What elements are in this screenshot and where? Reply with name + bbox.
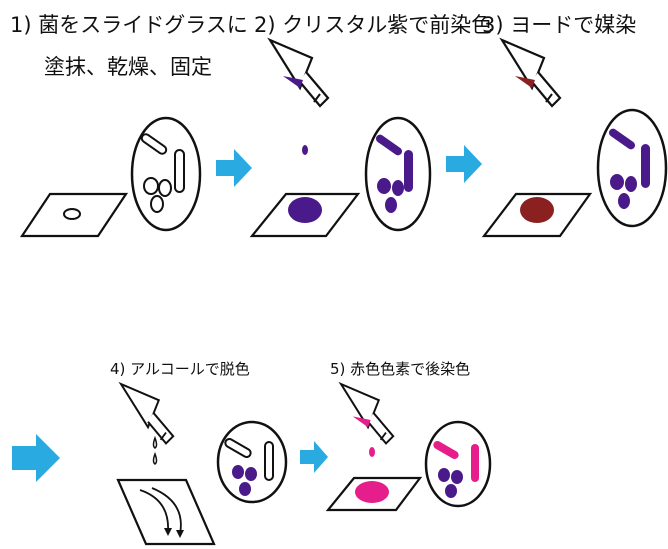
arrow-3-to-4 <box>12 434 60 482</box>
step3-funnel <box>500 38 562 108</box>
step5-slide <box>325 476 423 512</box>
step2-slide <box>249 192 361 238</box>
arrow-1-to-2 <box>216 149 252 187</box>
arrow-2-to-3 <box>446 145 482 183</box>
step2-magnified-view <box>364 116 432 232</box>
step3-slide <box>481 192 593 238</box>
step5-funnel <box>340 383 395 445</box>
step4-funnel <box>120 383 175 445</box>
step4-label: 4) アルコールで脱色 <box>110 360 250 378</box>
step4-magnified-view <box>216 420 288 504</box>
step1-slide <box>19 192 129 238</box>
step2-drop <box>302 145 308 155</box>
step3-label: 3) ヨードで媒染 <box>482 13 636 37</box>
step2-funnel <box>268 38 330 108</box>
step4-tilted-slide <box>116 478 216 546</box>
step4-alcohol-drops <box>152 435 158 465</box>
arrow-4-to-5 <box>300 441 328 473</box>
step5-drop <box>369 447 375 457</box>
step1-label-line2: 塗抹、乾燥、固定 <box>44 55 212 79</box>
step1-magnified-view <box>130 116 202 232</box>
step1-label-line1: 1) 菌をスライドグラスに <box>10 13 248 37</box>
step5-label: 5) 赤色色素で後染色 <box>330 360 470 378</box>
step5-magnified-view <box>424 420 492 508</box>
step2-label: 2) クリスタル紫で前染色 <box>254 13 492 37</box>
step3-magnified-view <box>596 108 668 228</box>
